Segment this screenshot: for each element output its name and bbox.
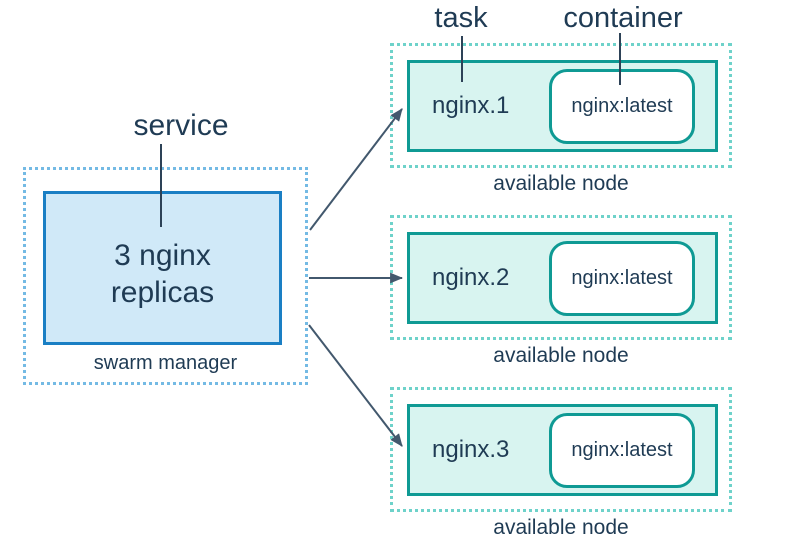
node-2-container-label: nginx:latest [571,266,673,289]
service-box-text-line2: replicas [110,276,215,309]
task-label: task [434,2,488,34]
node-1-dotted-box: nginx.1 nginx:latest [390,43,732,168]
service-box: 3 nginx replicas [43,191,282,345]
node-2: nginx.2 nginx:latest available node [390,215,732,368]
swarm-manager-dotted-box: 3 nginx replicas swarm manager [23,167,308,385]
node-2-task-box: nginx.2 nginx:latest [407,232,718,324]
node-3-task-label: nginx.3 [432,436,510,463]
node-1-task-box: nginx.1 nginx:latest [407,60,718,152]
node-3-task-box: nginx.3 nginx:latest [407,404,718,496]
arrow-to-node-3-icon [308,324,403,447]
node-3-caption: available node [493,516,629,539]
node-2-caption: available node [493,344,629,367]
node-1-container-label: nginx:latest [571,94,673,117]
node-3: nginx.3 nginx:latest available node [390,387,732,540]
swarm-manager-caption: swarm manager [93,352,238,374]
node-2-container-box: nginx:latest [549,240,695,316]
container-label: container [563,2,683,34]
node-2-dotted-box: nginx.2 nginx:latest [390,215,732,340]
node-1-task-label: nginx.1 [432,92,510,119]
node-3-container-label: nginx:latest [571,438,673,461]
node-1-container-box: nginx:latest [549,68,695,144]
node-1: nginx.1 nginx:latest available node [390,43,732,196]
node-1-caption: available node [493,172,629,195]
service-box-text-line1: 3 nginx [114,239,211,272]
node-3-dotted-box: nginx.3 nginx:latest [390,387,732,512]
node-2-task-label: nginx.2 [432,264,510,291]
service-label: service [133,109,229,142]
arrow-to-node-1-icon [309,108,403,231]
node-3-container-box: nginx:latest [549,412,695,488]
